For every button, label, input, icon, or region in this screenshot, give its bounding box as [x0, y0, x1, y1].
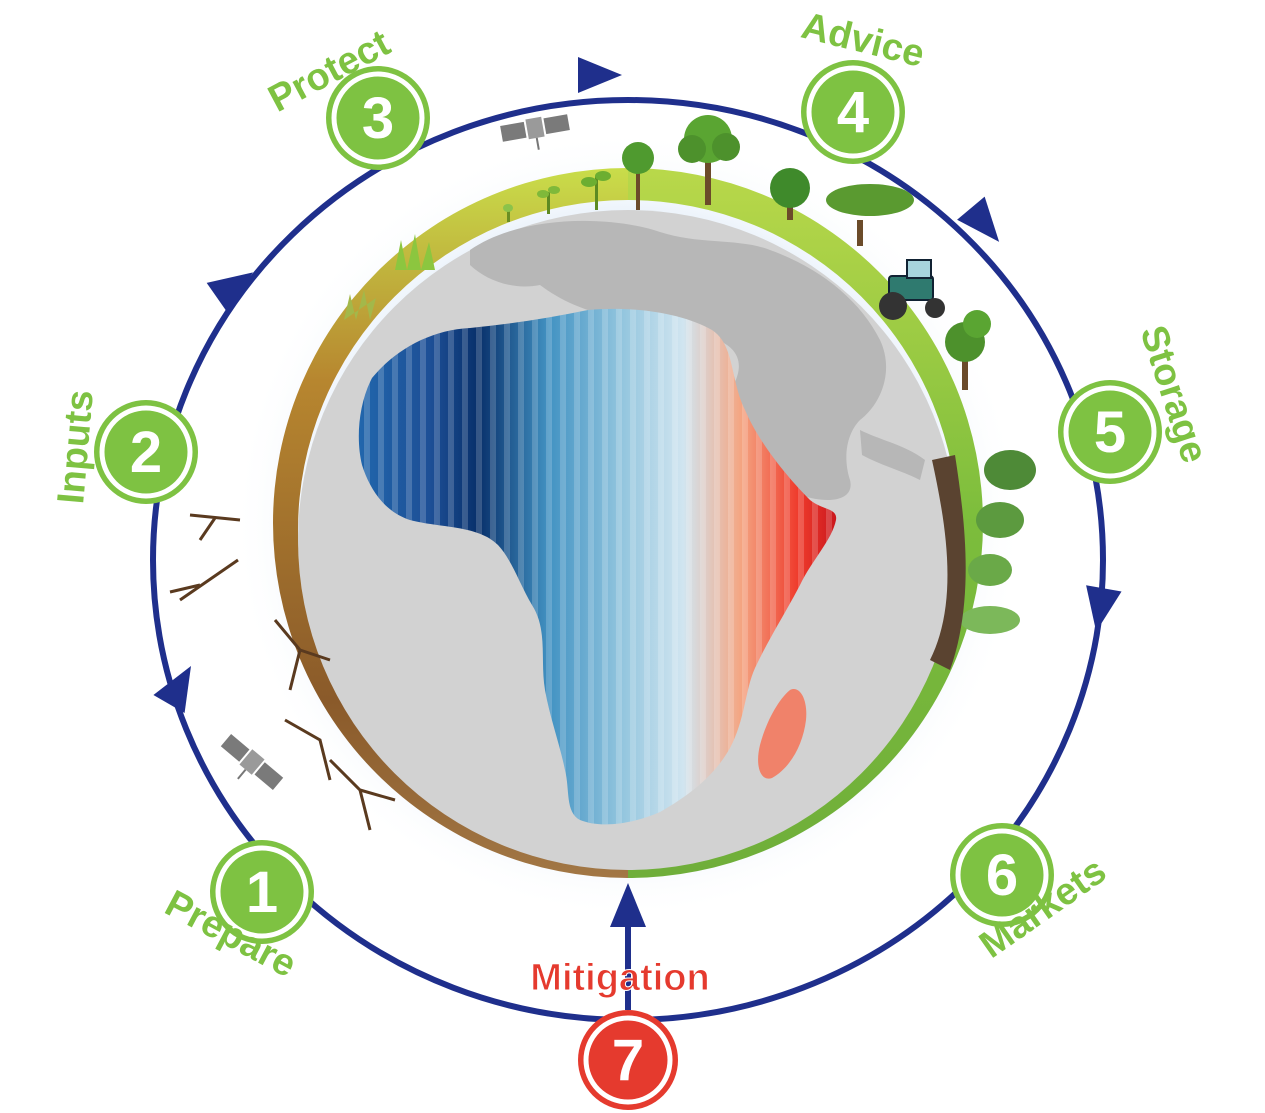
step-badge-ring: [215, 845, 309, 939]
step-badge-circle: [94, 400, 198, 504]
step-number: 5: [1094, 400, 1126, 465]
dry-ground: [169, 513, 396, 831]
step-badge-prepare: 1: [210, 840, 314, 944]
step-badge-ring: [583, 1015, 673, 1105]
step-badge-ring: [331, 71, 425, 165]
step-number: 1: [246, 860, 278, 925]
growth-plants: [344, 115, 991, 390]
step-badge-circle: [801, 60, 905, 164]
cycle-arrow: [1086, 585, 1122, 632]
step-badge-circle: [210, 840, 314, 944]
step-number: 3: [362, 86, 394, 151]
cycle-arrow: [153, 665, 191, 714]
satellite-icon: [220, 734, 284, 790]
step-badge-ring: [955, 828, 1049, 922]
step-label-inputs: Inputs: [50, 388, 102, 505]
tractor-icon: [879, 259, 945, 320]
step-badge-advice: 4: [801, 60, 905, 164]
step-badge-circle: [1058, 380, 1162, 484]
step-badge-markets: 6: [950, 823, 1054, 927]
step-badge-inputs: 2: [94, 400, 198, 504]
cycle-arrow: [610, 883, 646, 927]
step-badge-circle: [950, 823, 1054, 927]
step-badges: 1 2 3 4 5 6 7: [94, 60, 1162, 1110]
cycle-arrow: [206, 272, 254, 313]
step-badge-ring: [806, 65, 900, 159]
step-badge-mitigation: 7: [578, 1010, 678, 1110]
warming-stripes-africa: [358, 308, 837, 825]
step-number: 2: [130, 420, 162, 485]
step-badge-circle: [326, 66, 430, 170]
step-badge-circle: [578, 1010, 678, 1110]
step-number: 7: [612, 1028, 644, 1093]
grey-landmasses: [470, 220, 925, 501]
step-badge-storage: 5: [1058, 380, 1162, 484]
step-number: 4: [837, 80, 869, 145]
cycle-arrow: [578, 57, 622, 93]
satellite-icon: [500, 114, 570, 150]
step-badge-protect: 3: [326, 66, 430, 170]
step-badge-ring: [99, 405, 193, 499]
cycle-arrows: [153, 57, 1122, 927]
step-number: 6: [986, 843, 1018, 908]
step-label-mitigation: Mitigation: [530, 957, 709, 999]
step-badge-ring: [1063, 385, 1157, 479]
cycle-arrow: [957, 196, 1000, 242]
vegetables: [930, 450, 1036, 670]
